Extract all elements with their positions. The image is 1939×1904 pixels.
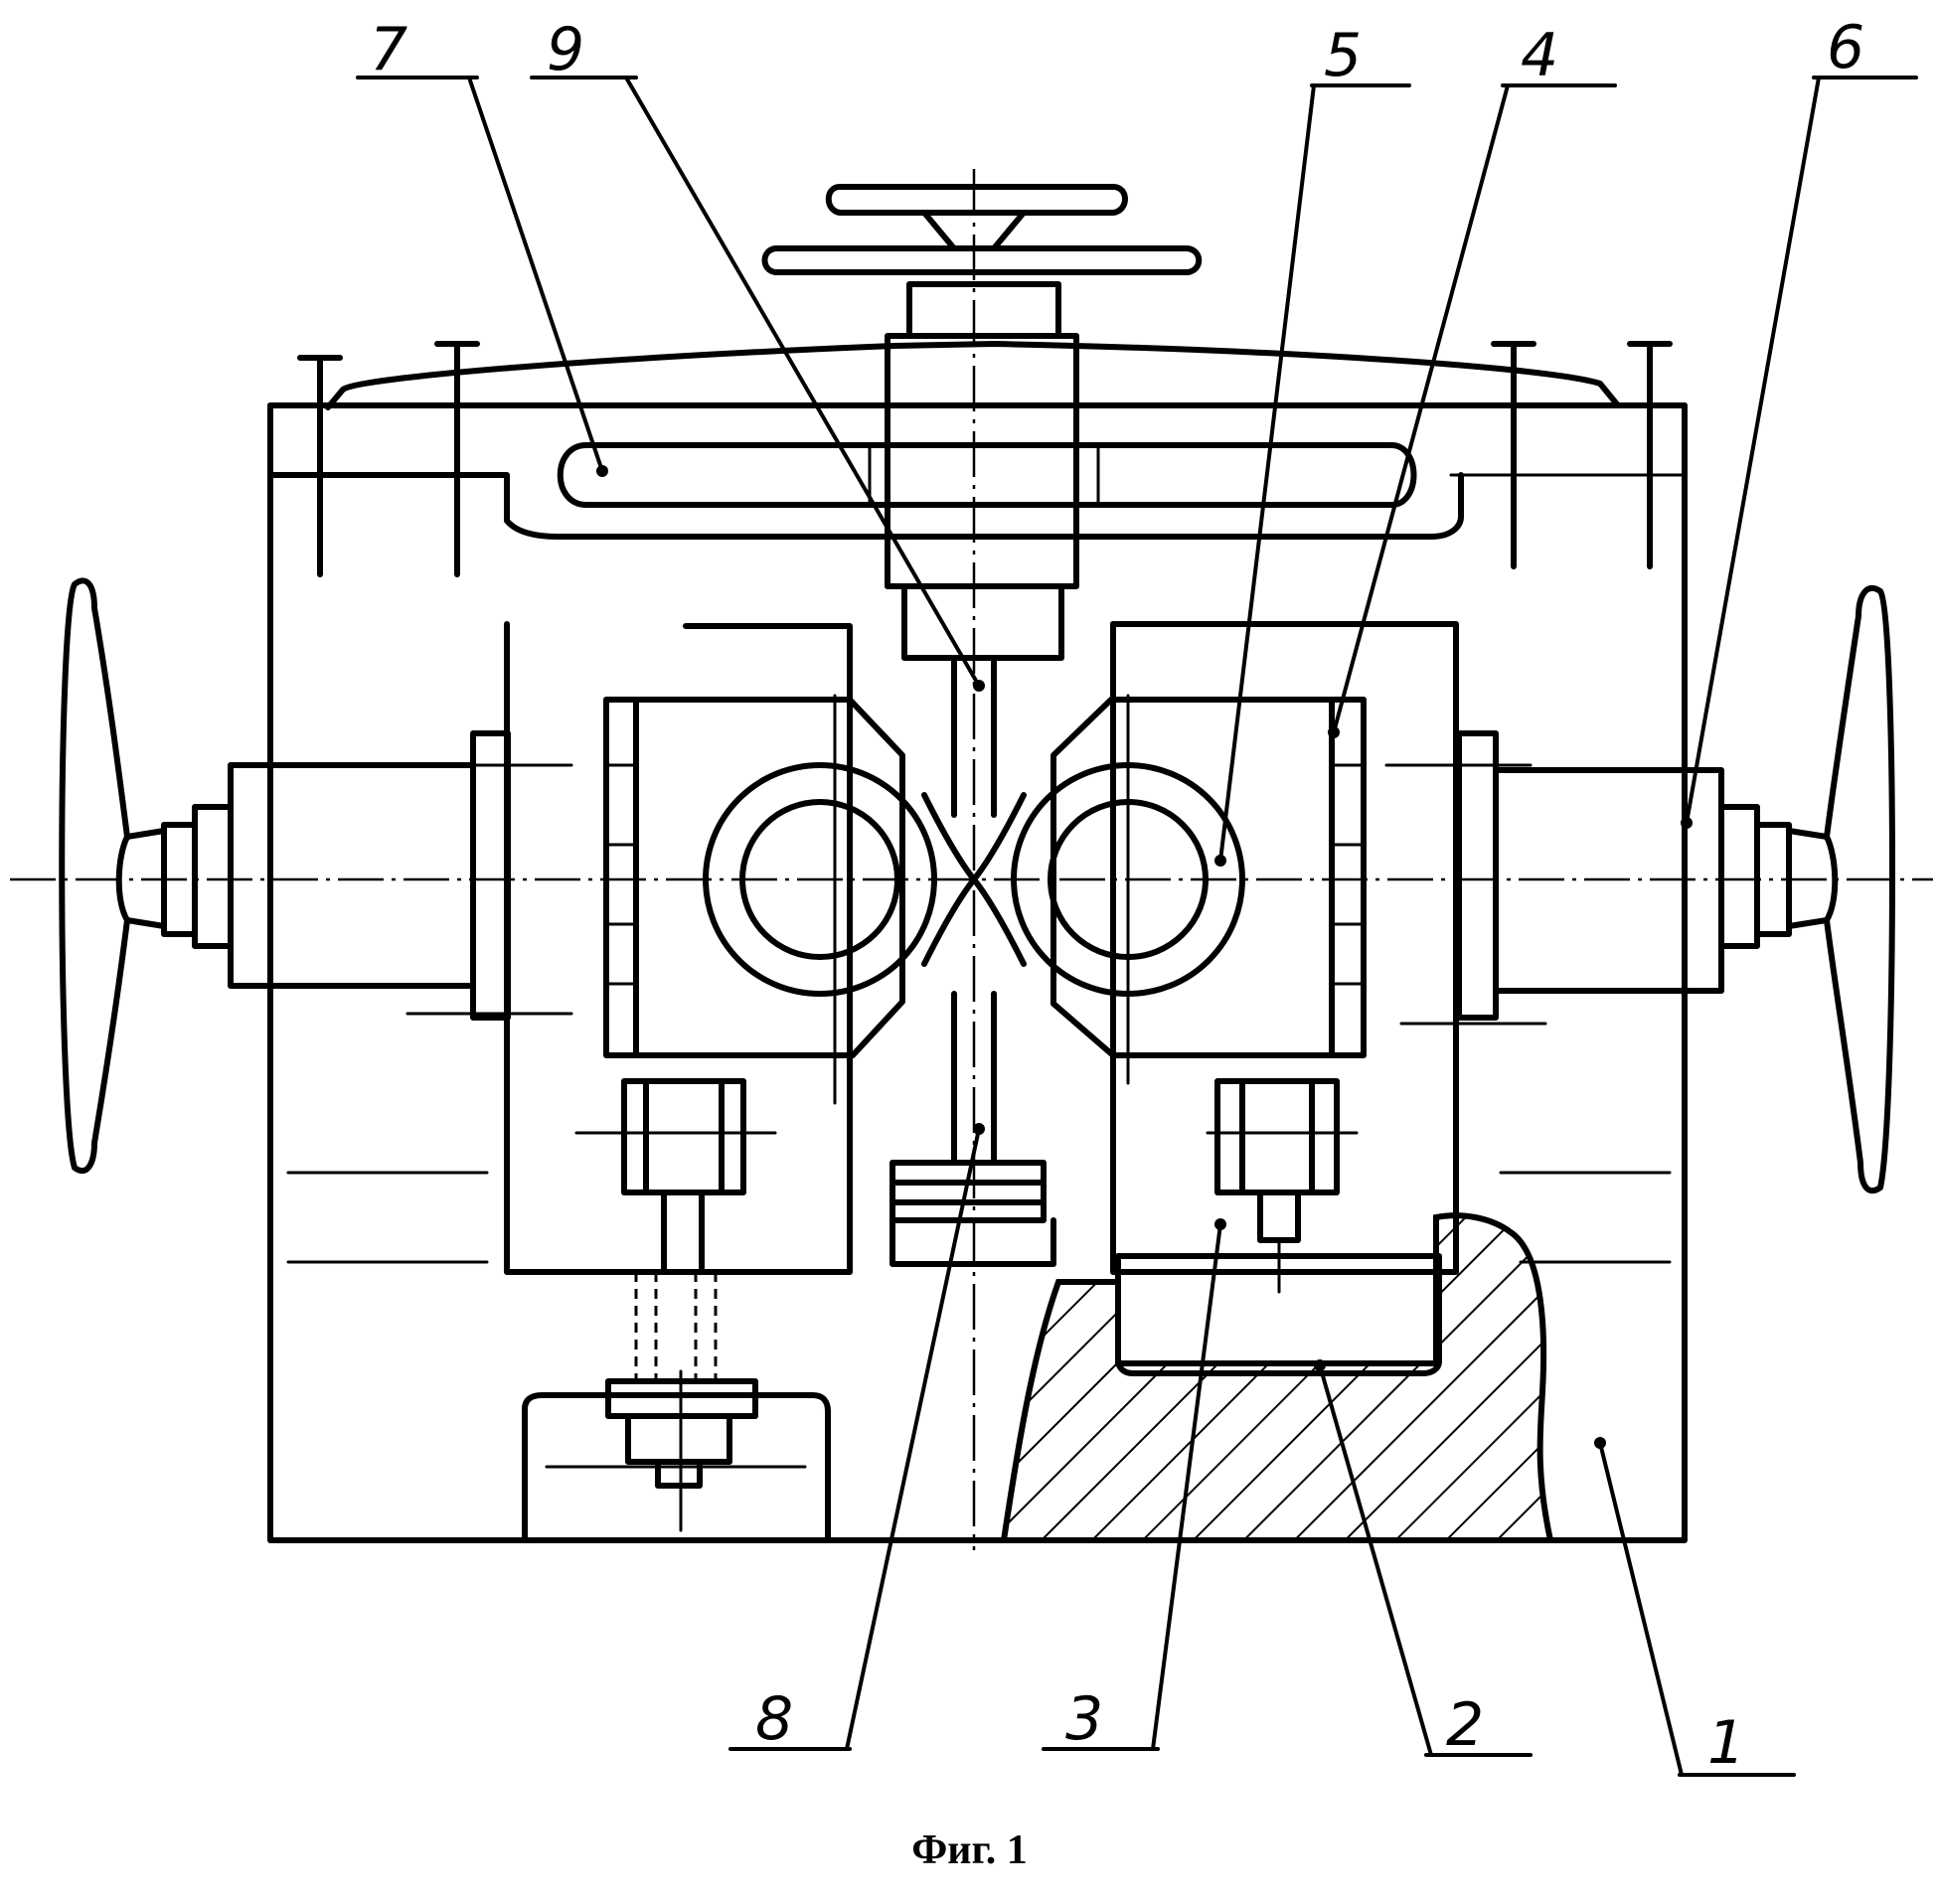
callout-7: 7 [356,15,608,477]
hatched-base-section [1000,1212,1554,1543]
left-housing [504,621,977,1532]
top-handwheel [761,184,1203,661]
callout-6: 6 [1681,13,1918,829]
base-frame [267,402,1688,1543]
callout-6-label: 6 [1827,13,1864,82]
callout-2-label: 2 [1446,1690,1484,1760]
callout-7-label: 7 [370,15,407,84]
right-handwheel [1384,584,1895,1194]
callout-5: 5 [1214,21,1411,867]
top-cover [267,341,1673,577]
left-handwheel [59,577,573,1175]
center-axes [10,169,1933,1550]
callout-3-label: 3 [1065,1684,1103,1754]
callout-8-label: 8 [755,1684,793,1754]
callout-4-label: 4 [1521,21,1558,90]
callout-8: 8 [728,1123,985,1754]
callout-4: 4 [1328,21,1617,738]
figure-caption: Фиг. 1 [911,1827,1028,1873]
callout-9-label: 9 [547,15,584,84]
callout-9: 9 [530,15,985,692]
callout-2: 2 [1314,1359,1533,1760]
center-stem [889,655,1056,1267]
slide-bar [557,442,1417,508]
callout-5-label: 5 [1324,21,1362,90]
callout-3: 3 [1042,1218,1226,1754]
callout-1-label: 1 [1707,1708,1745,1778]
callout-1: 1 [1594,1437,1796,1778]
right-housing [971,621,1459,1376]
top-bolts [297,341,1673,577]
